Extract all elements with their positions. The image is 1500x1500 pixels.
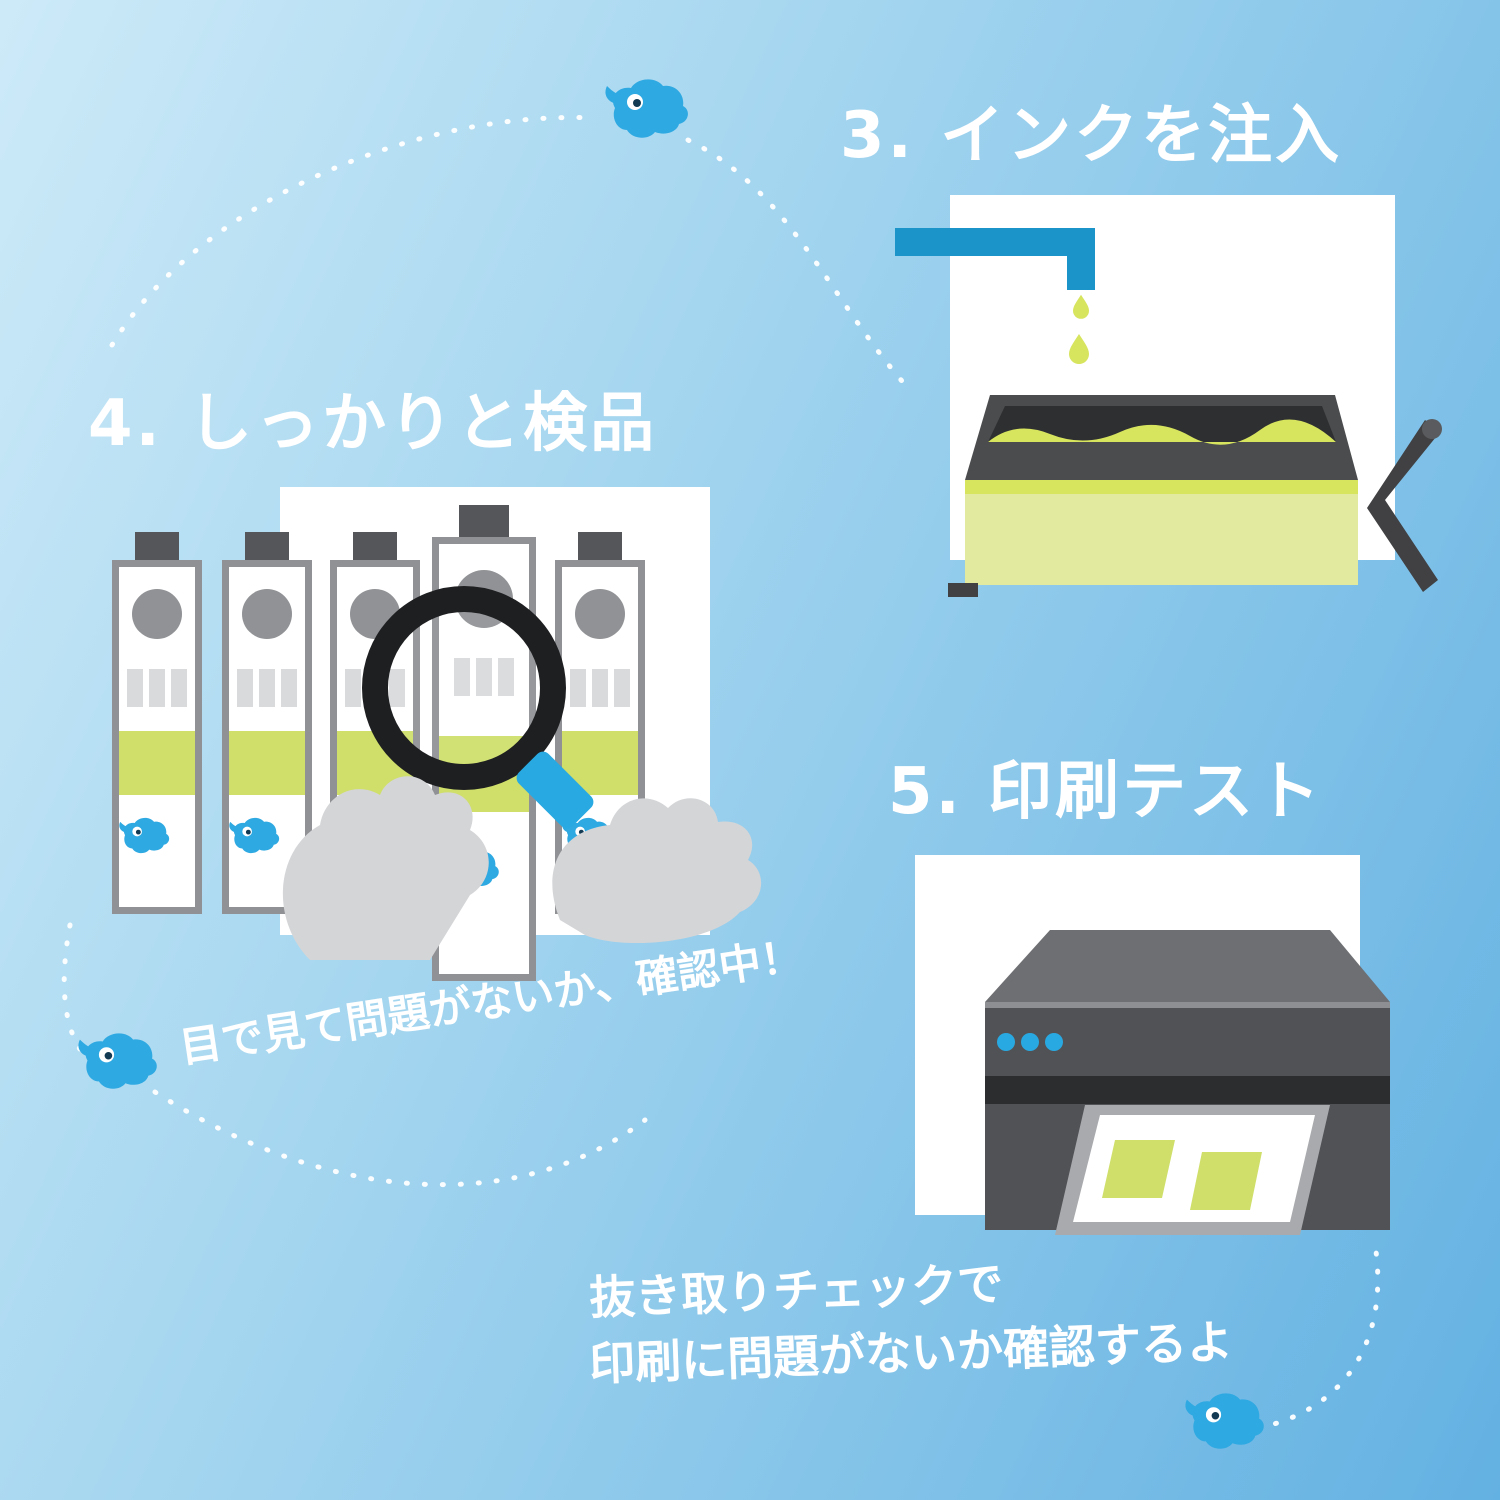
printer-slot [985, 1076, 1390, 1104]
cartridge-seal [575, 589, 625, 639]
cartridge-seal [132, 589, 182, 639]
ink-drops-icon [1069, 294, 1089, 364]
dashed-connector [152, 1089, 648, 1188]
ink-tray [948, 395, 1442, 597]
step3-illustration [895, 195, 1442, 597]
ink-cartridge [112, 532, 202, 914]
cartridge-cap [245, 532, 289, 560]
cartridge-barcode [119, 669, 195, 707]
cartridge-label-band [229, 731, 305, 795]
inspection-hands [282, 776, 762, 960]
rhino-logo-icon [119, 817, 170, 854]
tray-opening [988, 406, 1336, 442]
cartridge-label-band [119, 731, 195, 795]
tray-front [965, 480, 1358, 585]
cartridge-body [222, 560, 312, 914]
step3-title: 3. インクを注入 [840, 99, 1343, 173]
rhino-mascot-icon [78, 1033, 157, 1089]
cartridge-body [112, 560, 202, 914]
dashed-connector [109, 115, 598, 348]
tray-foot [948, 583, 978, 597]
cartridge-cap [135, 532, 179, 560]
ink-pipe [895, 228, 1095, 290]
cartridge-barcode [229, 669, 305, 707]
printer-lid [985, 930, 1390, 1002]
printer-status-lights [997, 1033, 1063, 1051]
rhino-mascot-icon [605, 79, 688, 138]
rhino-mascot-icon [1185, 1393, 1264, 1449]
print-swatch [1102, 1140, 1175, 1198]
dashed-connector [685, 137, 911, 391]
tray-front-edge [965, 480, 1358, 494]
ink-surface [988, 419, 1336, 445]
cartridge-seal [242, 589, 292, 639]
step5-title: 5. 印刷テスト [888, 755, 1324, 829]
glove-hand-right [552, 798, 762, 944]
cartridge-barcode [562, 669, 638, 707]
cartridge-cap [459, 505, 509, 537]
tray-handle-joint [1422, 419, 1442, 439]
printer-seam [985, 1002, 1390, 1008]
cartridge-cap [578, 532, 622, 560]
ink-cartridge [222, 532, 312, 914]
cartridge-cap [353, 532, 397, 560]
step4-title: 4. しっかりと検品 [88, 387, 658, 461]
glove-hand-left [282, 776, 489, 960]
printer-illustration [985, 930, 1390, 1235]
print-swatch [1190, 1152, 1262, 1210]
